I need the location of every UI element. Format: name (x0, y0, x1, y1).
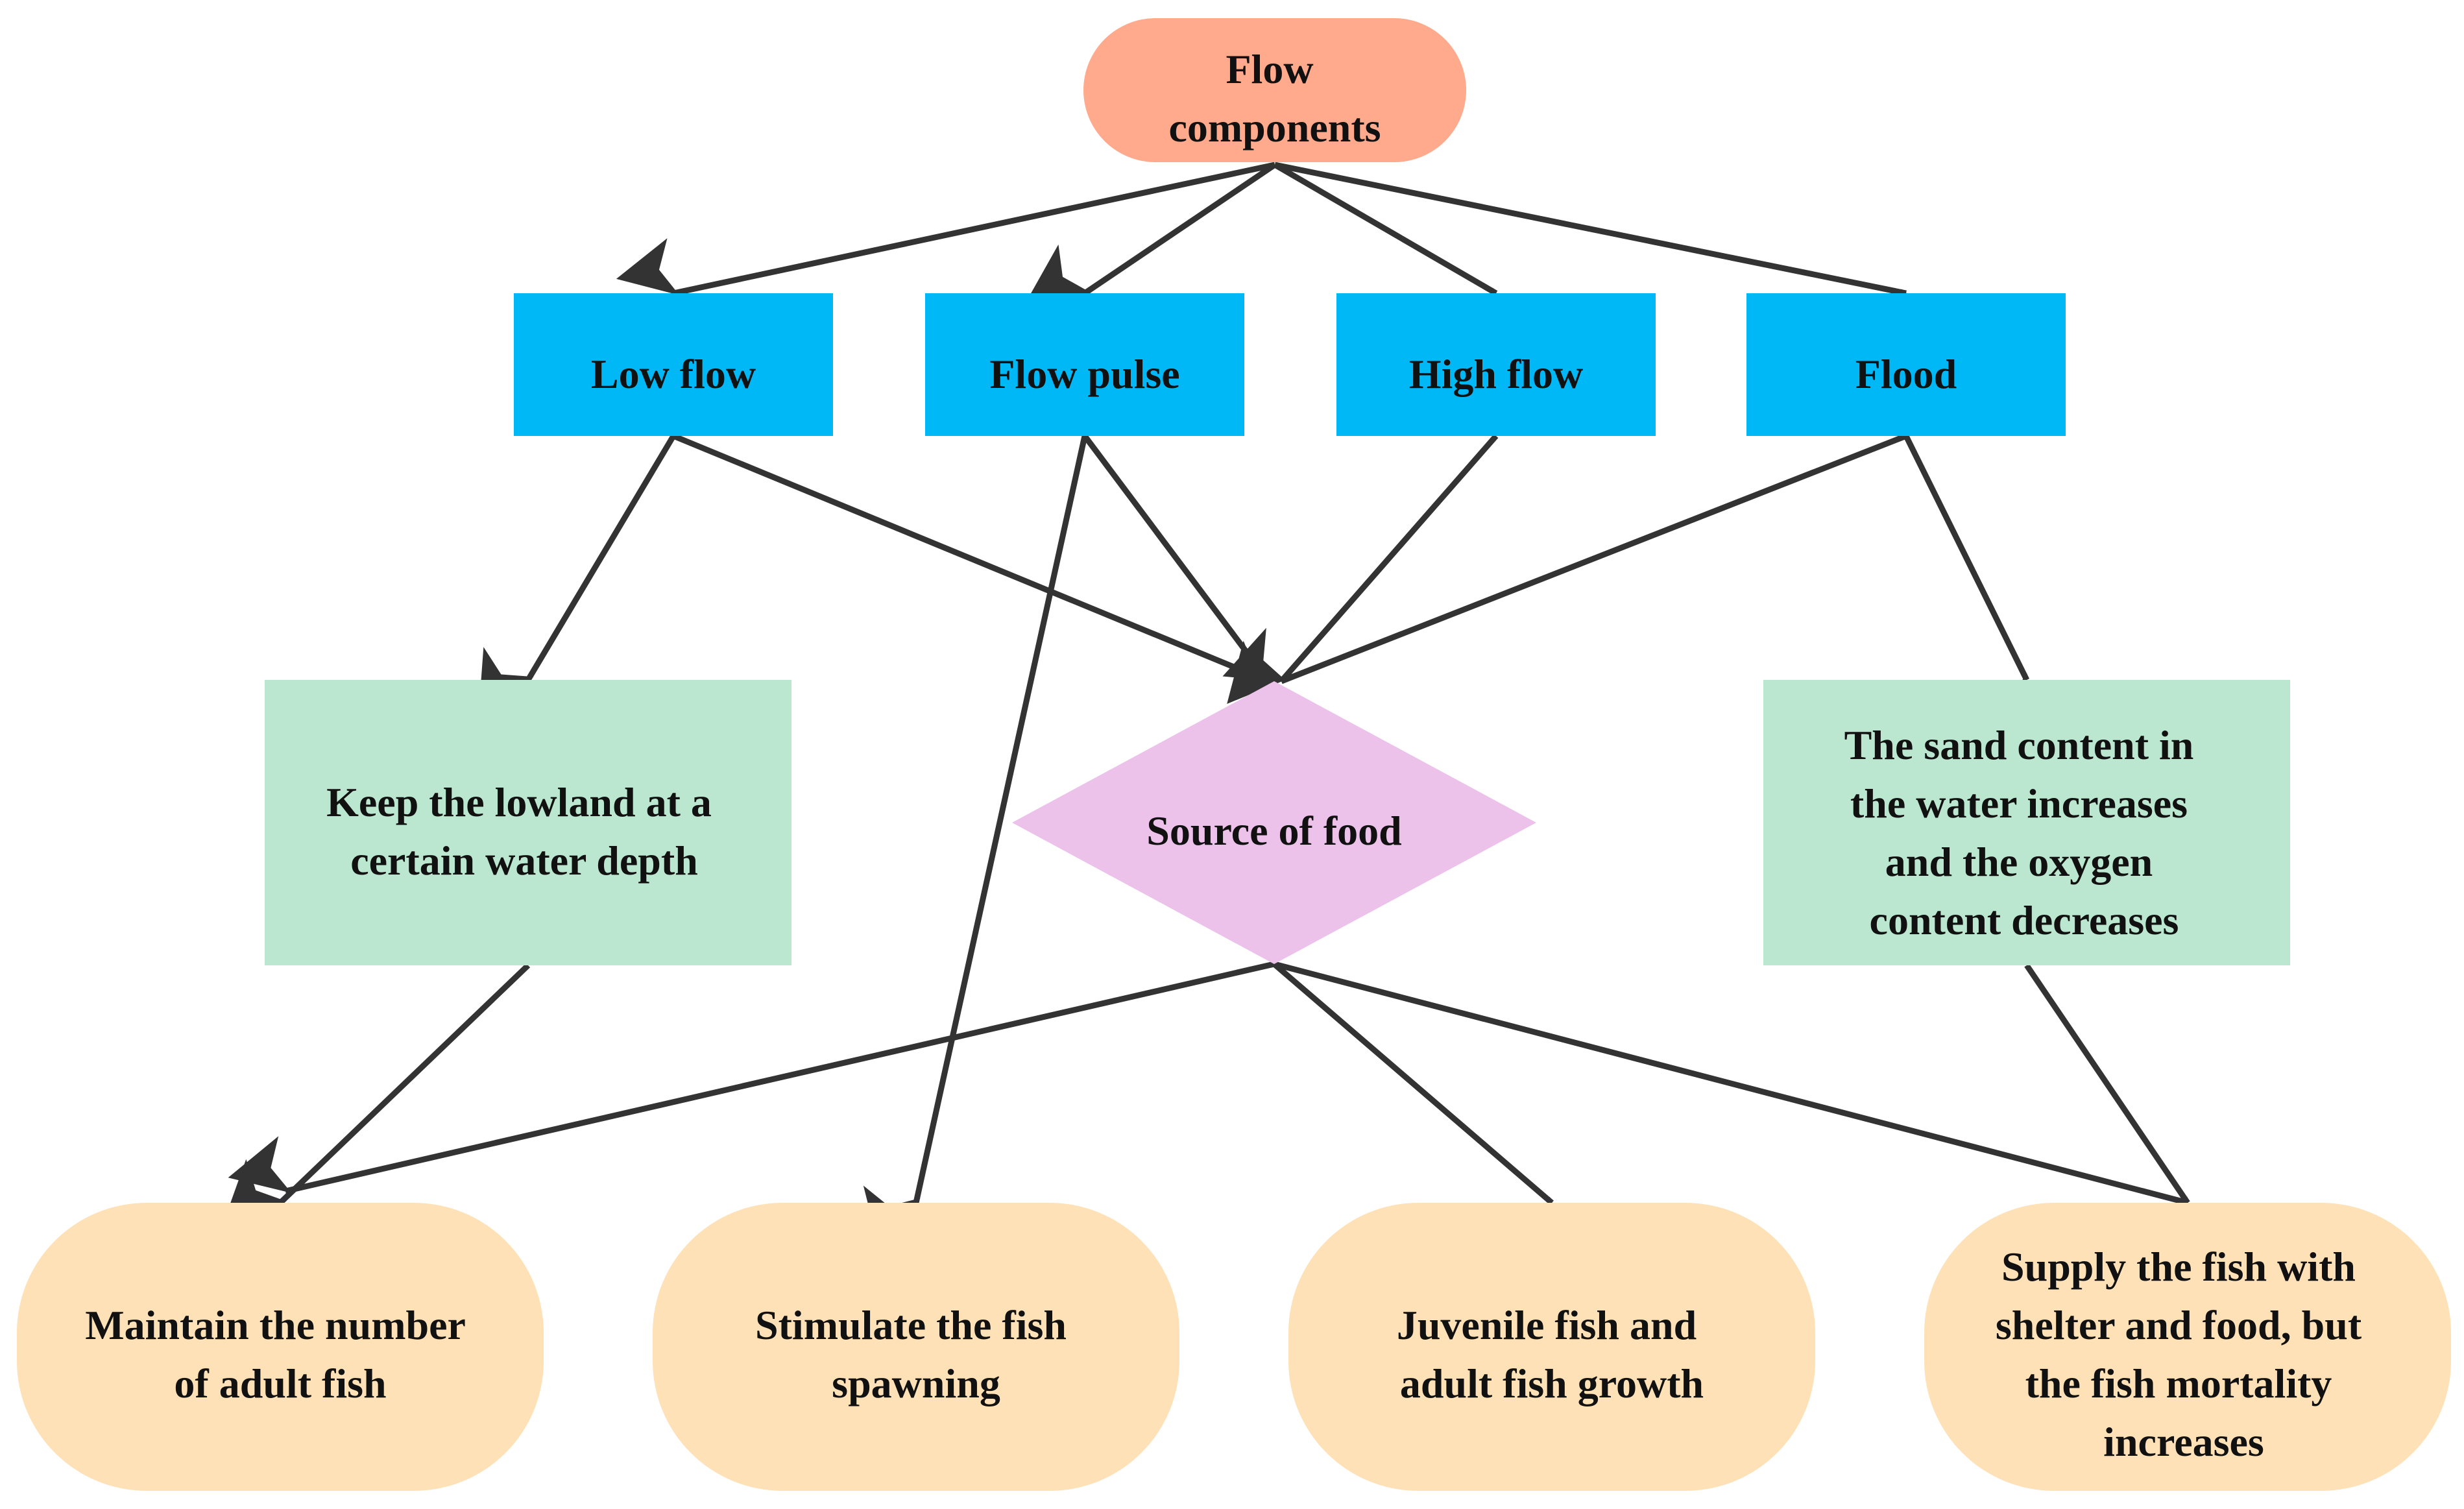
flow-type-shape (925, 293, 1244, 436)
node-flood: Flood (1746, 293, 2066, 436)
effect-label-line: the water increases (1850, 780, 2188, 827)
arrow-low-flow-to-lowland-depth (478, 434, 676, 712)
outcome-label-line: Supply the fish with (2001, 1244, 2356, 1290)
root-node-label-line: components (1168, 104, 1381, 151)
connector-arrows (224, 162, 2232, 1261)
arrow-flow-components-to-flood (1274, 162, 1953, 346)
svg-text:Keep the lowland at a ce: Keep the lowland at a certain water dept… (326, 779, 722, 884)
node-spawning: Stimulate the fish spawning (653, 1203, 1179, 1491)
node-source-of-food: Source of food (1012, 681, 1536, 964)
arrow-flow-components-to-flow-pulse (1026, 162, 1277, 302)
flow-type-label: Flow pulse (989, 351, 1179, 397)
arrow-flood-to-sand-oxygen (1903, 435, 2030, 739)
svg-text:Flow components: Flow components (1168, 46, 1381, 151)
svg-text:Source of food: Source of food (1146, 808, 1401, 854)
arrow-source-of-food-to-adult-number (228, 961, 1275, 1194)
svg-text:Juvenile fish and adult: Juvenile fish and adult fish growth (1397, 1302, 1707, 1406)
svg-text:Flood: Flood (1855, 351, 1957, 397)
outcome-label-line: adult fish growth (1400, 1360, 1704, 1406)
decision-label: Source of food (1146, 808, 1401, 854)
effect-label-line: and the oxygen (1885, 839, 2153, 885)
node-sand-oxygen: The sand content in the water increases … (1763, 680, 2290, 965)
outcome-shape (17, 1203, 544, 1491)
svg-text:Flow pulse: Flow pulse (989, 351, 1179, 397)
svg-text:Supply the fish with she: Supply the fish with shelter and food, b… (1996, 1244, 2372, 1465)
svg-text:High flow: High flow (1409, 351, 1583, 397)
node-adult-number: Maintain the number of adult fish (17, 1203, 544, 1491)
arrow-low-flow-to-source-of-food (672, 433, 1308, 730)
node-low-flow: Low flow (514, 293, 833, 436)
arrow-sand-oxygen-to-shelter-mortality (2024, 963, 2196, 1261)
arrow-high-flow-to-source-of-food (1227, 434, 1499, 704)
outcome-label-line: spawning (832, 1360, 1000, 1406)
arrow-flow-components-to-low-flow (616, 162, 1275, 296)
svg-text:Low flow: Low flow (591, 351, 756, 397)
root-node-label-line: Flow (1226, 46, 1313, 92)
node-high-flow: High flow (1336, 293, 1656, 436)
root-node-shape (1083, 18, 1466, 162)
flow-type-shape (1336, 293, 1656, 436)
arrow-source-of-food-to-shelter-mortality (1273, 961, 2232, 1255)
outcome-label-line: Maintain the number (85, 1302, 465, 1348)
node-growth: Juvenile fish and adult fish growth (1288, 1203, 1815, 1491)
effect-shape (265, 680, 791, 965)
effect-label-line: certain water depth (350, 838, 698, 884)
arrow-flood-to-source-of-food (1222, 433, 1907, 684)
flow-type-shape (514, 293, 833, 436)
arrow-flow-components-to-high-flow (1273, 162, 1529, 343)
flow-type-shape (1746, 293, 2066, 436)
outcome-label-line: the fish mortality (2025, 1360, 2332, 1406)
arrow-source-of-food-to-growth (1272, 961, 1575, 1257)
flow-type-label: Low flow (591, 351, 756, 397)
outcome-shape (653, 1203, 1179, 1491)
flow-type-label: High flow (1409, 351, 1583, 397)
outcome-label-line: Stimulate the fish (755, 1302, 1067, 1348)
node-flow-pulse: Flow pulse (925, 293, 1244, 436)
outcome-label-line: Juvenile fish and (1397, 1302, 1697, 1348)
svg-text:Maintain the number of a: Maintain the number of adult fish (85, 1302, 476, 1406)
outcome-label-line: of adult fish (174, 1360, 386, 1406)
svg-text:The sand content in the: The sand content in the water increases … (1844, 722, 2204, 943)
svg-text:Stimulate the fish spawn: Stimulate the fish spawning (755, 1302, 1077, 1406)
outcome-shape (1924, 1203, 2451, 1491)
flow-type-label: Flood (1855, 351, 1957, 397)
effect-label-line: Keep the lowland at a (326, 779, 712, 825)
node-shelter-mortality: Supply the fish with shelter and food, b… (1924, 1203, 2451, 1491)
arrow-lowland-depth-to-adult-number (224, 963, 531, 1221)
outcome-shape (1288, 1203, 1815, 1491)
node-flow-components: Flow components (1083, 18, 1466, 162)
decision-diamond-shape (1012, 681, 1536, 964)
effect-label-line: The sand content in (1844, 722, 2194, 768)
outcome-label-line: increases (2103, 1419, 2264, 1465)
outcome-label-line: shelter and food, but (1996, 1302, 2362, 1348)
node-lowland-depth: Keep the lowland at a certain water dept… (265, 680, 791, 965)
effect-label-line: content decreases (1870, 897, 2179, 943)
effect-shape (1763, 680, 2290, 965)
arrow-flow-pulse-to-spawning (863, 435, 1088, 1249)
